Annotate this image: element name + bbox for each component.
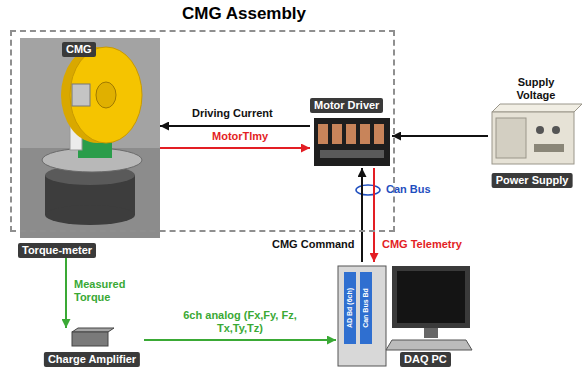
torque-meter: Torque-meter [20,153,160,258]
amplifier-top [72,328,114,332]
can-board [360,272,372,344]
device-label: DAQ PC [400,352,451,367]
cmg-unit: CMG [20,38,160,153]
driver-board [314,118,390,166]
motor-driver: Motor Driver [310,98,392,168]
signal-label: 6ch analog (Fx,Fy, Fz, Tx,Ty,Tz) [170,309,310,335]
photo-ground [20,38,160,238]
device-label: CMG [62,42,96,57]
board-label: AD Bd (6ch) [346,288,354,328]
signal-arrow [65,258,67,328]
wheel-hub [96,82,116,108]
driver-part [332,124,342,144]
supply-top [492,104,582,112]
signal-label: CMG Command [272,238,355,251]
power-supply: Power Supply [488,108,576,188]
signal-label: Driving Current [192,107,273,120]
signal-label: Measured Torque [74,278,136,304]
signal-label: CMG Telemetry [382,238,462,251]
board-label: Can Bus Bd [362,288,370,328]
signal-arrow [160,125,310,127]
ad-board [344,272,356,344]
signal-arrow [144,339,336,341]
signal-label: Supply Voltage [505,76,567,102]
pc-tower [338,266,386,366]
signal-arrow [373,168,375,262]
wheel-face [70,47,142,143]
assembly-boundary: CMG AssemblyCMGMotor Driver [10,30,395,232]
device-label: Torque-meter [18,243,96,258]
signal-arrow [361,168,363,262]
driver-part [374,124,384,144]
can-bus-ring [356,185,380,195]
signal-arrow [392,135,488,137]
monitor-screen [397,271,465,323]
keyboard [386,340,472,350]
supply-knob [552,126,560,134]
driver-part [318,124,328,144]
group-title: CMG Assembly [182,4,306,24]
monitor-stand [424,328,438,338]
bus-label: Can Bus [386,183,431,196]
signal-label: MotorTlmy [212,130,268,143]
torque-meter-bottom [45,205,135,225]
driver-part [360,124,370,144]
driver-connector [320,150,384,158]
photo-wall [20,38,160,148]
amplifier-case [72,332,108,346]
daq-pc: DAQ PC [336,262,476,368]
supply-display [534,144,564,152]
spin-motor [72,84,90,106]
device-label: Motor Driver [310,98,383,113]
supply-case [492,112,574,164]
supply-panel [496,118,526,158]
device-label: Charge Amplifier [44,352,140,367]
monitor-frame [392,266,470,328]
supply-knob [536,126,544,134]
driver-part [346,124,356,144]
charge-amplifier: Charge Amplifier [40,328,144,368]
device-label: Power Supply [492,173,573,188]
signal-arrow [160,147,310,149]
